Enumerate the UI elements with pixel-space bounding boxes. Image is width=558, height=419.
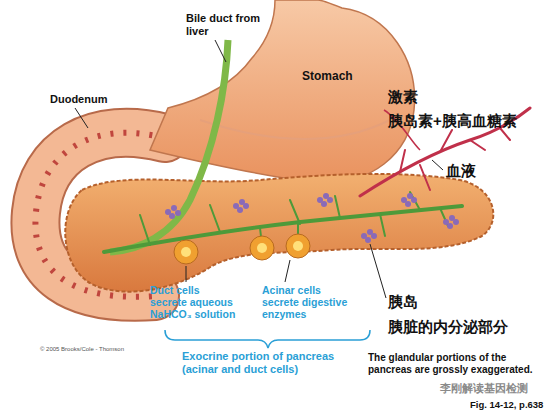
pancreas	[65, 174, 493, 292]
chinese-label: 胰脏的内分泌部分	[388, 318, 508, 335]
copyright: © 2005 Brooks/Cole - Thomson	[40, 346, 124, 353]
chinese-label: 胰岛素+胰高血糖素	[388, 112, 517, 129]
cell-label: Duct cells secrete aqueous NaHCO₃ soluti…	[150, 284, 238, 320]
bracket-label: Exocrine portion of pancreas (acinar and…	[182, 350, 372, 375]
chinese-label: 胰岛	[388, 293, 418, 310]
note: The glandular portions of the pancreas a…	[368, 352, 543, 375]
part-label: Duodenum	[50, 93, 107, 106]
brace	[165, 330, 370, 348]
cell-label: Acinar cells secrete digestive enzymes	[262, 284, 360, 320]
acinar-clusters	[174, 234, 310, 264]
figure-reference: Fig. 14-12, p.638	[470, 400, 543, 411]
bile-duct	[110, 40, 228, 252]
chinese-label: 血液	[446, 162, 476, 179]
leader-lines	[75, 40, 443, 298]
part-label: Stomach	[302, 70, 353, 84]
pancreatic-duct	[104, 192, 462, 252]
chinese-label: 激素	[388, 88, 418, 105]
blood-vessels	[360, 108, 530, 196]
part-label: Bile duct from liver	[186, 12, 266, 37]
stomach	[150, 0, 415, 183]
watermark: 李刚解读基因检测	[440, 382, 528, 395]
islets	[165, 193, 459, 243]
stomach-fold	[200, 120, 390, 139]
